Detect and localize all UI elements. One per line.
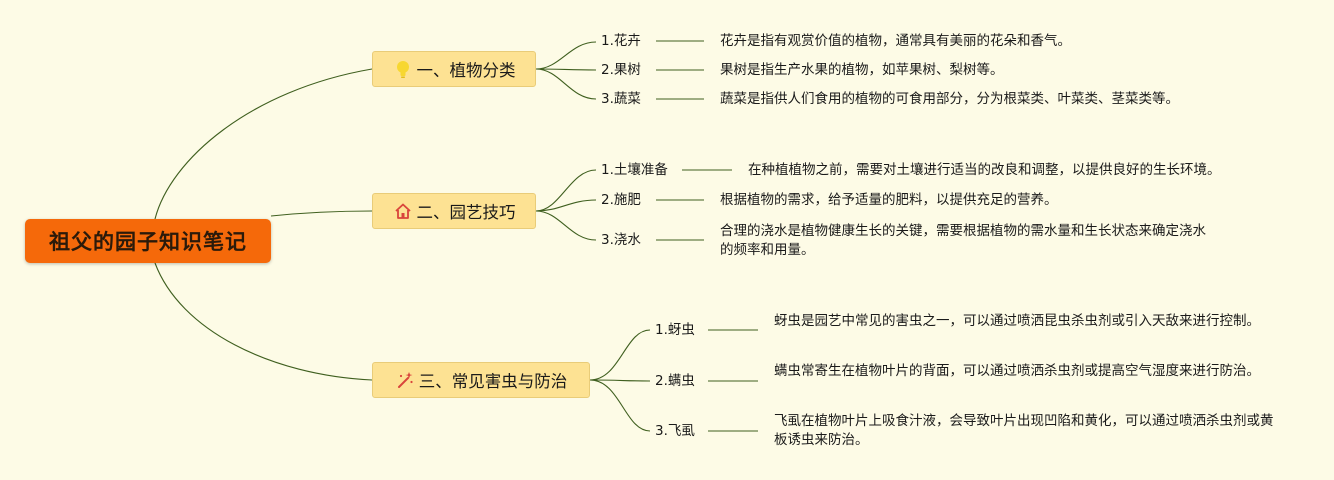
sparkle-wand-icon — [395, 370, 415, 390]
house-icon — [393, 201, 413, 221]
leaf-label-fertilizing[interactable]: 2.施肥 — [601, 192, 641, 208]
connector-branch-1-item-2 — [535, 68, 597, 71]
connector-root-branch-3 — [154, 262, 373, 381]
connector-branch-2-item-1 — [535, 169, 597, 212]
branch-node-gardening-tips[interactable]: 二、园艺技巧 — [372, 193, 536, 229]
leaf-label-planthoppers[interactable]: 3.飞虱 — [655, 423, 695, 439]
leaf-label-soil-prep[interactable]: 1.土壤准备 — [601, 162, 668, 178]
connector-branch-2-item-3 — [535, 210, 597, 241]
leaf-label-aphids[interactable]: 1.蚜虫 — [655, 322, 695, 338]
connector-root-branch-1 — [154, 68, 373, 220]
root-title: 祖父的园子知识笔记 — [49, 230, 247, 254]
leaf-label-mites[interactable]: 2.螨虫 — [655, 373, 695, 389]
leaf-label-watering[interactable]: 3.浇水 — [601, 232, 641, 248]
connector-branch-1-item-1 — [535, 41, 597, 70]
connector-branch-1-item-3 — [535, 68, 597, 100]
connector-branch-3-item-3 — [589, 379, 651, 432]
connector-branch-3-item-2 — [589, 379, 651, 382]
leaf-desc-aphids: 蚜虫是园艺中常见的害虫之一，可以通过喷洒昆虫杀虫剂或引入天敌来进行控制。 — [774, 313, 1260, 329]
branch-node-pests-control[interactable]: 三、常见害虫与防治 — [372, 362, 590, 398]
connector-branch-2-item-2 — [535, 199, 597, 212]
lightbulb-icon — [393, 59, 413, 79]
connector-root-branch-2 — [270, 210, 373, 217]
leaf-desc-watering: 合理的浇水是植物健康生长的关键，需要根据植物的需水量和生长状态来确定浇水的频率和… — [720, 223, 1206, 258]
branch-title: 二、园艺技巧 — [416, 203, 516, 222]
leaf-label-fruit-trees[interactable]: 2.果树 — [601, 62, 641, 78]
leaf-desc-soil-prep: 在种植植物之前，需要对土壤进行适当的改良和调整，以提供良好的生长环境。 — [748, 162, 1221, 178]
leaf-desc-flowers: 花卉是指有观赏价值的植物，通常具有美丽的花朵和香气。 — [720, 33, 1071, 49]
root-node[interactable]: 祖父的园子知识笔记 — [25, 219, 271, 263]
connector-branch-3-item-1 — [589, 329, 651, 381]
branch-title: 一、植物分类 — [416, 61, 516, 80]
branch-title: 三、常见害虫与防治 — [418, 372, 568, 391]
leaf-desc-vegetables: 蔬菜是指供人们食用的植物的可食用部分，分为根菜类、叶菜类、茎菜类等。 — [720, 91, 1179, 107]
leaf-desc-fertilizing: 根据植物的需求，给予适量的肥料，以提供充足的营养。 — [720, 192, 1058, 208]
leaf-desc-planthoppers: 飞虱在植物叶片上吸食汁液，会导致叶片出现凹陷和黄化，可以通过喷洒杀虫剂或黄板诱虫… — [774, 413, 1274, 448]
branch-node-plant-classification[interactable]: 一、植物分类 — [372, 51, 536, 87]
leaf-label-flowers[interactable]: 1.花卉 — [601, 33, 641, 49]
leaf-desc-mites: 螨虫常寄生在植物叶片的背面，可以通过喷洒杀虫剂或提高空气湿度来进行防治。 — [774, 363, 1260, 379]
leaf-label-vegetables[interactable]: 3.蔬菜 — [601, 91, 641, 107]
leaf-desc-fruit-trees: 果树是指生产水果的植物，如苹果树、梨树等。 — [720, 62, 1004, 78]
